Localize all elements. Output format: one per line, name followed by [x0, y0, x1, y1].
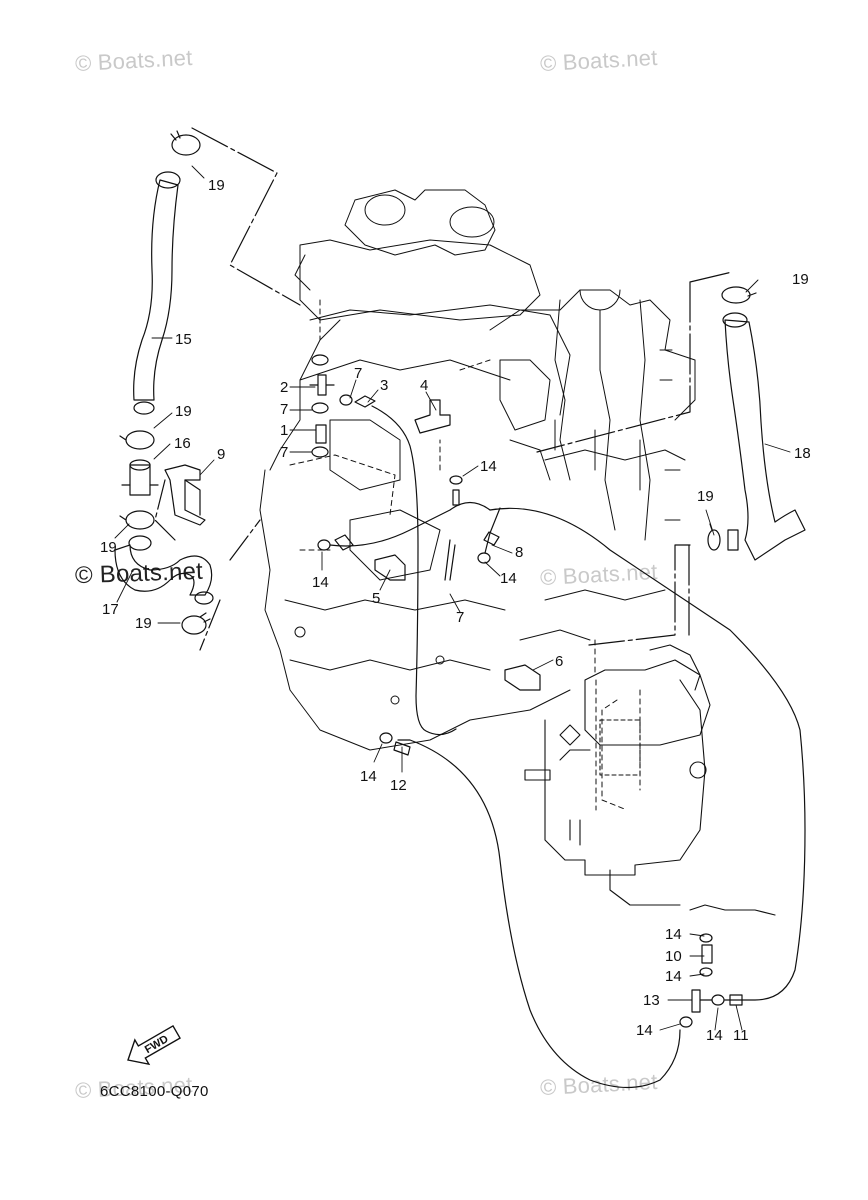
callout-14: 14: [360, 768, 377, 785]
callout-14: 14: [312, 574, 329, 591]
callout-11: 11: [733, 1027, 749, 1044]
callout-19: 19: [100, 539, 117, 556]
clamp-19a: [170, 130, 201, 156]
callout-7: 7: [354, 365, 362, 382]
leader-18: [536, 271, 733, 453]
clip-6: [504, 664, 541, 691]
callout-14: 14: [665, 968, 682, 985]
callout-19: 19: [135, 615, 152, 632]
hose-17: [114, 535, 214, 605]
clip-4: [414, 399, 451, 434]
callout-2: 2: [280, 379, 288, 396]
hose-11: [489, 507, 806, 1001]
callout-14: 14: [665, 926, 682, 943]
hose-12: [397, 739, 681, 1089]
callout-14: 14: [706, 1027, 723, 1044]
callout-5: 5: [372, 590, 380, 607]
callout-19: 19: [175, 403, 192, 420]
vapor-separator: [524, 644, 776, 916]
hose-3: [371, 405, 457, 736]
hose-10: [701, 944, 713, 964]
clip-5: [374, 554, 406, 581]
callout-17: 17: [102, 601, 119, 618]
callout-16: 16: [174, 435, 191, 452]
callout-15: 15: [175, 331, 192, 348]
callout-19: 19: [792, 271, 809, 288]
engine-block: [259, 189, 696, 751]
callout-18: 18: [794, 445, 811, 462]
fitting-13: [691, 989, 713, 1013]
diagram-code: 6CC8100-Q070: [100, 1083, 209, 1100]
callout-19: 19: [697, 488, 714, 505]
callout-13: 13: [643, 992, 660, 1009]
callout-14: 14: [500, 570, 517, 587]
hose-15: [133, 171, 181, 415]
joint-16: [121, 459, 159, 496]
callout-6: 6: [555, 653, 563, 670]
callout-1: 1: [280, 422, 288, 439]
fitting-2: [309, 374, 335, 396]
callout-7: 7: [456, 609, 464, 626]
callout-14: 14: [636, 1022, 653, 1039]
hose-8-a: [329, 501, 491, 547]
hose-18: [722, 312, 806, 561]
callout-9: 9: [217, 446, 225, 463]
callout-8: 8: [515, 544, 523, 561]
leader-15: [191, 127, 301, 306]
callout-4: 4: [420, 377, 428, 394]
callout-19: 19: [208, 177, 225, 194]
fwd-arrow-icon: FWD: [127, 1024, 181, 1066]
callout-14: 14: [480, 458, 497, 475]
callout-3: 3: [380, 377, 388, 394]
callout-12: 12: [390, 777, 407, 794]
fwd-label: FWD: [143, 1033, 171, 1056]
bracket-9: [164, 464, 206, 526]
callout-10: 10: [665, 948, 682, 965]
callout-7: 7: [280, 444, 288, 461]
callout-7: 7: [280, 401, 288, 418]
hose-1: [315, 424, 327, 444]
